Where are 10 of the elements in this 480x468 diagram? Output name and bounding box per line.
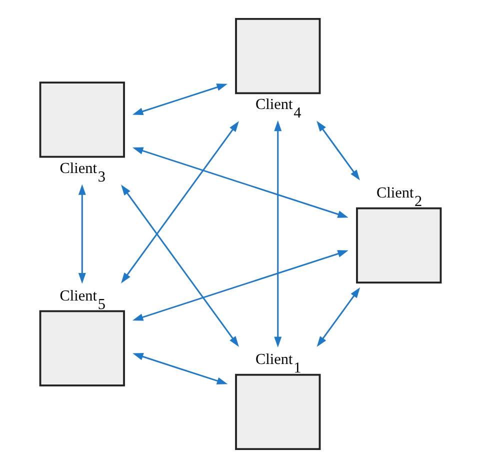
arrow: [120, 121, 238, 284]
arrow: [78, 184, 86, 284]
arrow: [274, 120, 282, 348]
arrow: [316, 120, 360, 180]
arrow: [120, 184, 238, 347]
arrow: [132, 147, 348, 218]
arrow: [132, 84, 227, 116]
arrow: [132, 250, 348, 321]
arrow: [316, 287, 360, 347]
arrow: [132, 353, 228, 384]
